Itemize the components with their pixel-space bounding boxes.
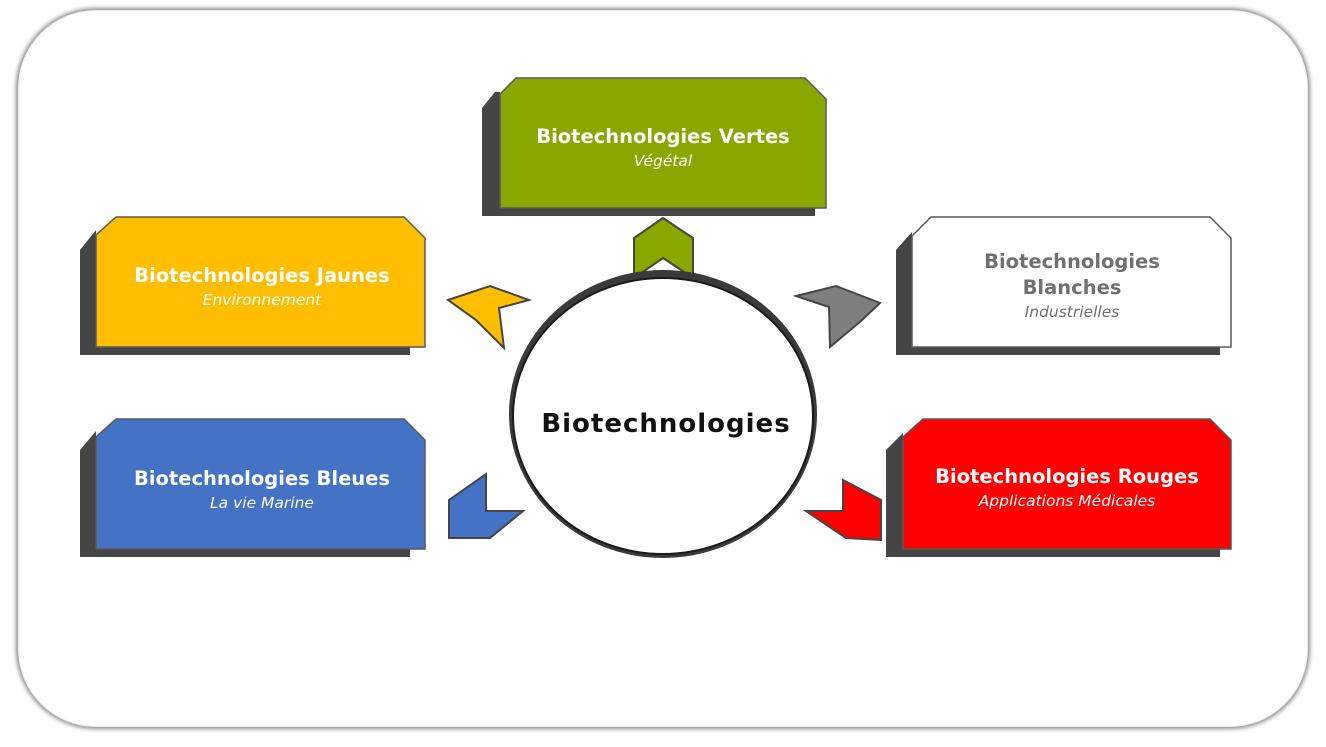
node-vertes: Biotechnologies Vertes Végétal bbox=[482, 77, 827, 216]
node-blanches-title-line1: Biotechnologies bbox=[984, 250, 1160, 273]
node-bleues: Biotechnologies Bleues La vie Marine bbox=[80, 418, 426, 557]
node-blanches: Biotechnologies Blanches Industrielles bbox=[896, 216, 1232, 355]
node-jaunes-subtitle: Environnement bbox=[203, 291, 323, 309]
node-rouges-box bbox=[902, 418, 1232, 550]
node-rouges-title: Biotechnologies Rouges bbox=[935, 465, 1199, 488]
node-vertes-subtitle: Végétal bbox=[634, 152, 693, 170]
arrow-up-green-icon bbox=[633, 216, 694, 280]
center-circle bbox=[512, 277, 814, 555]
node-jaunes-box bbox=[95, 216, 426, 348]
node-rouges-subtitle: Applications Médicales bbox=[978, 492, 1156, 510]
node-jaunes-title: Biotechnologies Jaunes bbox=[134, 264, 390, 287]
arrow-upright-grey-icon bbox=[792, 284, 882, 350]
node-rouges: Biotechnologies Rouges Applications Médi… bbox=[886, 418, 1232, 557]
node-blanches-subtitle: Industrielles bbox=[1025, 303, 1120, 321]
node-vertes-title: Biotechnologies Vertes bbox=[536, 125, 790, 148]
center-label: Biotechnologies bbox=[541, 409, 790, 439]
arrow-upleft-yellow-icon bbox=[445, 284, 533, 351]
node-blanches-title-line2: Blanches bbox=[1023, 276, 1122, 299]
arrow-downleft-blue-icon bbox=[448, 472, 526, 539]
node-jaunes: Biotechnologies Jaunes Environnement bbox=[80, 216, 426, 355]
node-bleues-box bbox=[95, 418, 426, 550]
node-bleues-subtitle: La vie Marine bbox=[210, 494, 314, 512]
node-vertes-box bbox=[499, 77, 827, 209]
node-bleues-title: Biotechnologies Bleues bbox=[134, 467, 390, 490]
arrow-downright-red-icon bbox=[802, 478, 882, 542]
node-blanches-box bbox=[911, 216, 1232, 348]
